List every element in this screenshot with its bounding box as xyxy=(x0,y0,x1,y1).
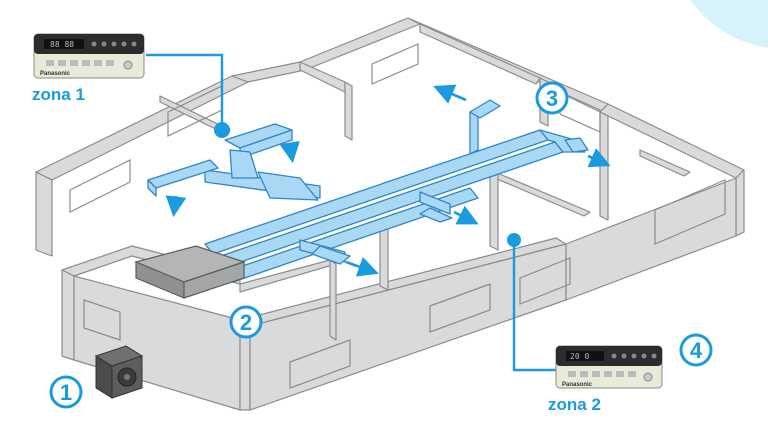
airflow-arrow-icon xyxy=(587,148,611,168)
svg-text:1: 1 xyxy=(60,380,72,405)
airflow-arrow-icon xyxy=(279,141,300,164)
svg-text:3: 3 xyxy=(546,86,558,111)
window xyxy=(429,283,491,333)
window xyxy=(371,43,419,85)
marker-2: 2 xyxy=(229,305,263,339)
marker-3: 3 xyxy=(535,81,569,115)
airflow-arrow-icon xyxy=(453,205,479,225)
window xyxy=(83,299,121,341)
window xyxy=(69,159,131,213)
svg-text:2: 2 xyxy=(240,310,252,335)
main-duct xyxy=(214,141,564,269)
outdoor-unit-icon xyxy=(94,345,144,399)
airflow-arrow-icon xyxy=(345,256,379,277)
svg-text:88 88: 88 88 xyxy=(50,40,74,49)
svg-text:4: 4 xyxy=(690,338,703,363)
duct-network xyxy=(147,99,589,283)
connector-dot-icon xyxy=(214,122,230,138)
zone2-label: zona 2 xyxy=(548,395,601,414)
window xyxy=(519,257,571,305)
connector-dot-icon xyxy=(507,233,521,247)
window xyxy=(654,179,726,245)
airflow-arrows xyxy=(165,84,611,277)
controller-brand-label: Panasonic xyxy=(562,382,593,388)
duct-branch xyxy=(419,191,451,215)
zone2-thermostat-controller-icon: 20 0 Panasonic xyxy=(555,345,663,389)
window xyxy=(289,339,351,389)
svg-text:20 0: 20 0 xyxy=(570,352,589,361)
zone1-label: zona 1 xyxy=(32,85,85,104)
airflow-arrow-icon xyxy=(165,195,187,218)
controller-connections xyxy=(146,53,556,372)
marker-1: 1 xyxy=(49,375,83,409)
zone2-connection-line xyxy=(512,240,556,372)
zone1-thermostat-controller-icon: 88 88 Panasonic xyxy=(33,33,145,79)
outer-wall-left-front xyxy=(35,171,53,257)
airflow-arrow-icon xyxy=(433,84,467,104)
left-wing-front xyxy=(61,269,75,361)
corner-decoration xyxy=(690,0,768,48)
zone1-connection-line xyxy=(146,53,224,128)
interior-wall xyxy=(299,61,346,93)
controller-brand-label: Panasonic xyxy=(40,71,71,77)
indoor-ducted-unit xyxy=(134,245,246,299)
marker-4: 4 xyxy=(679,333,713,367)
outer-wall-right-front xyxy=(735,169,745,237)
